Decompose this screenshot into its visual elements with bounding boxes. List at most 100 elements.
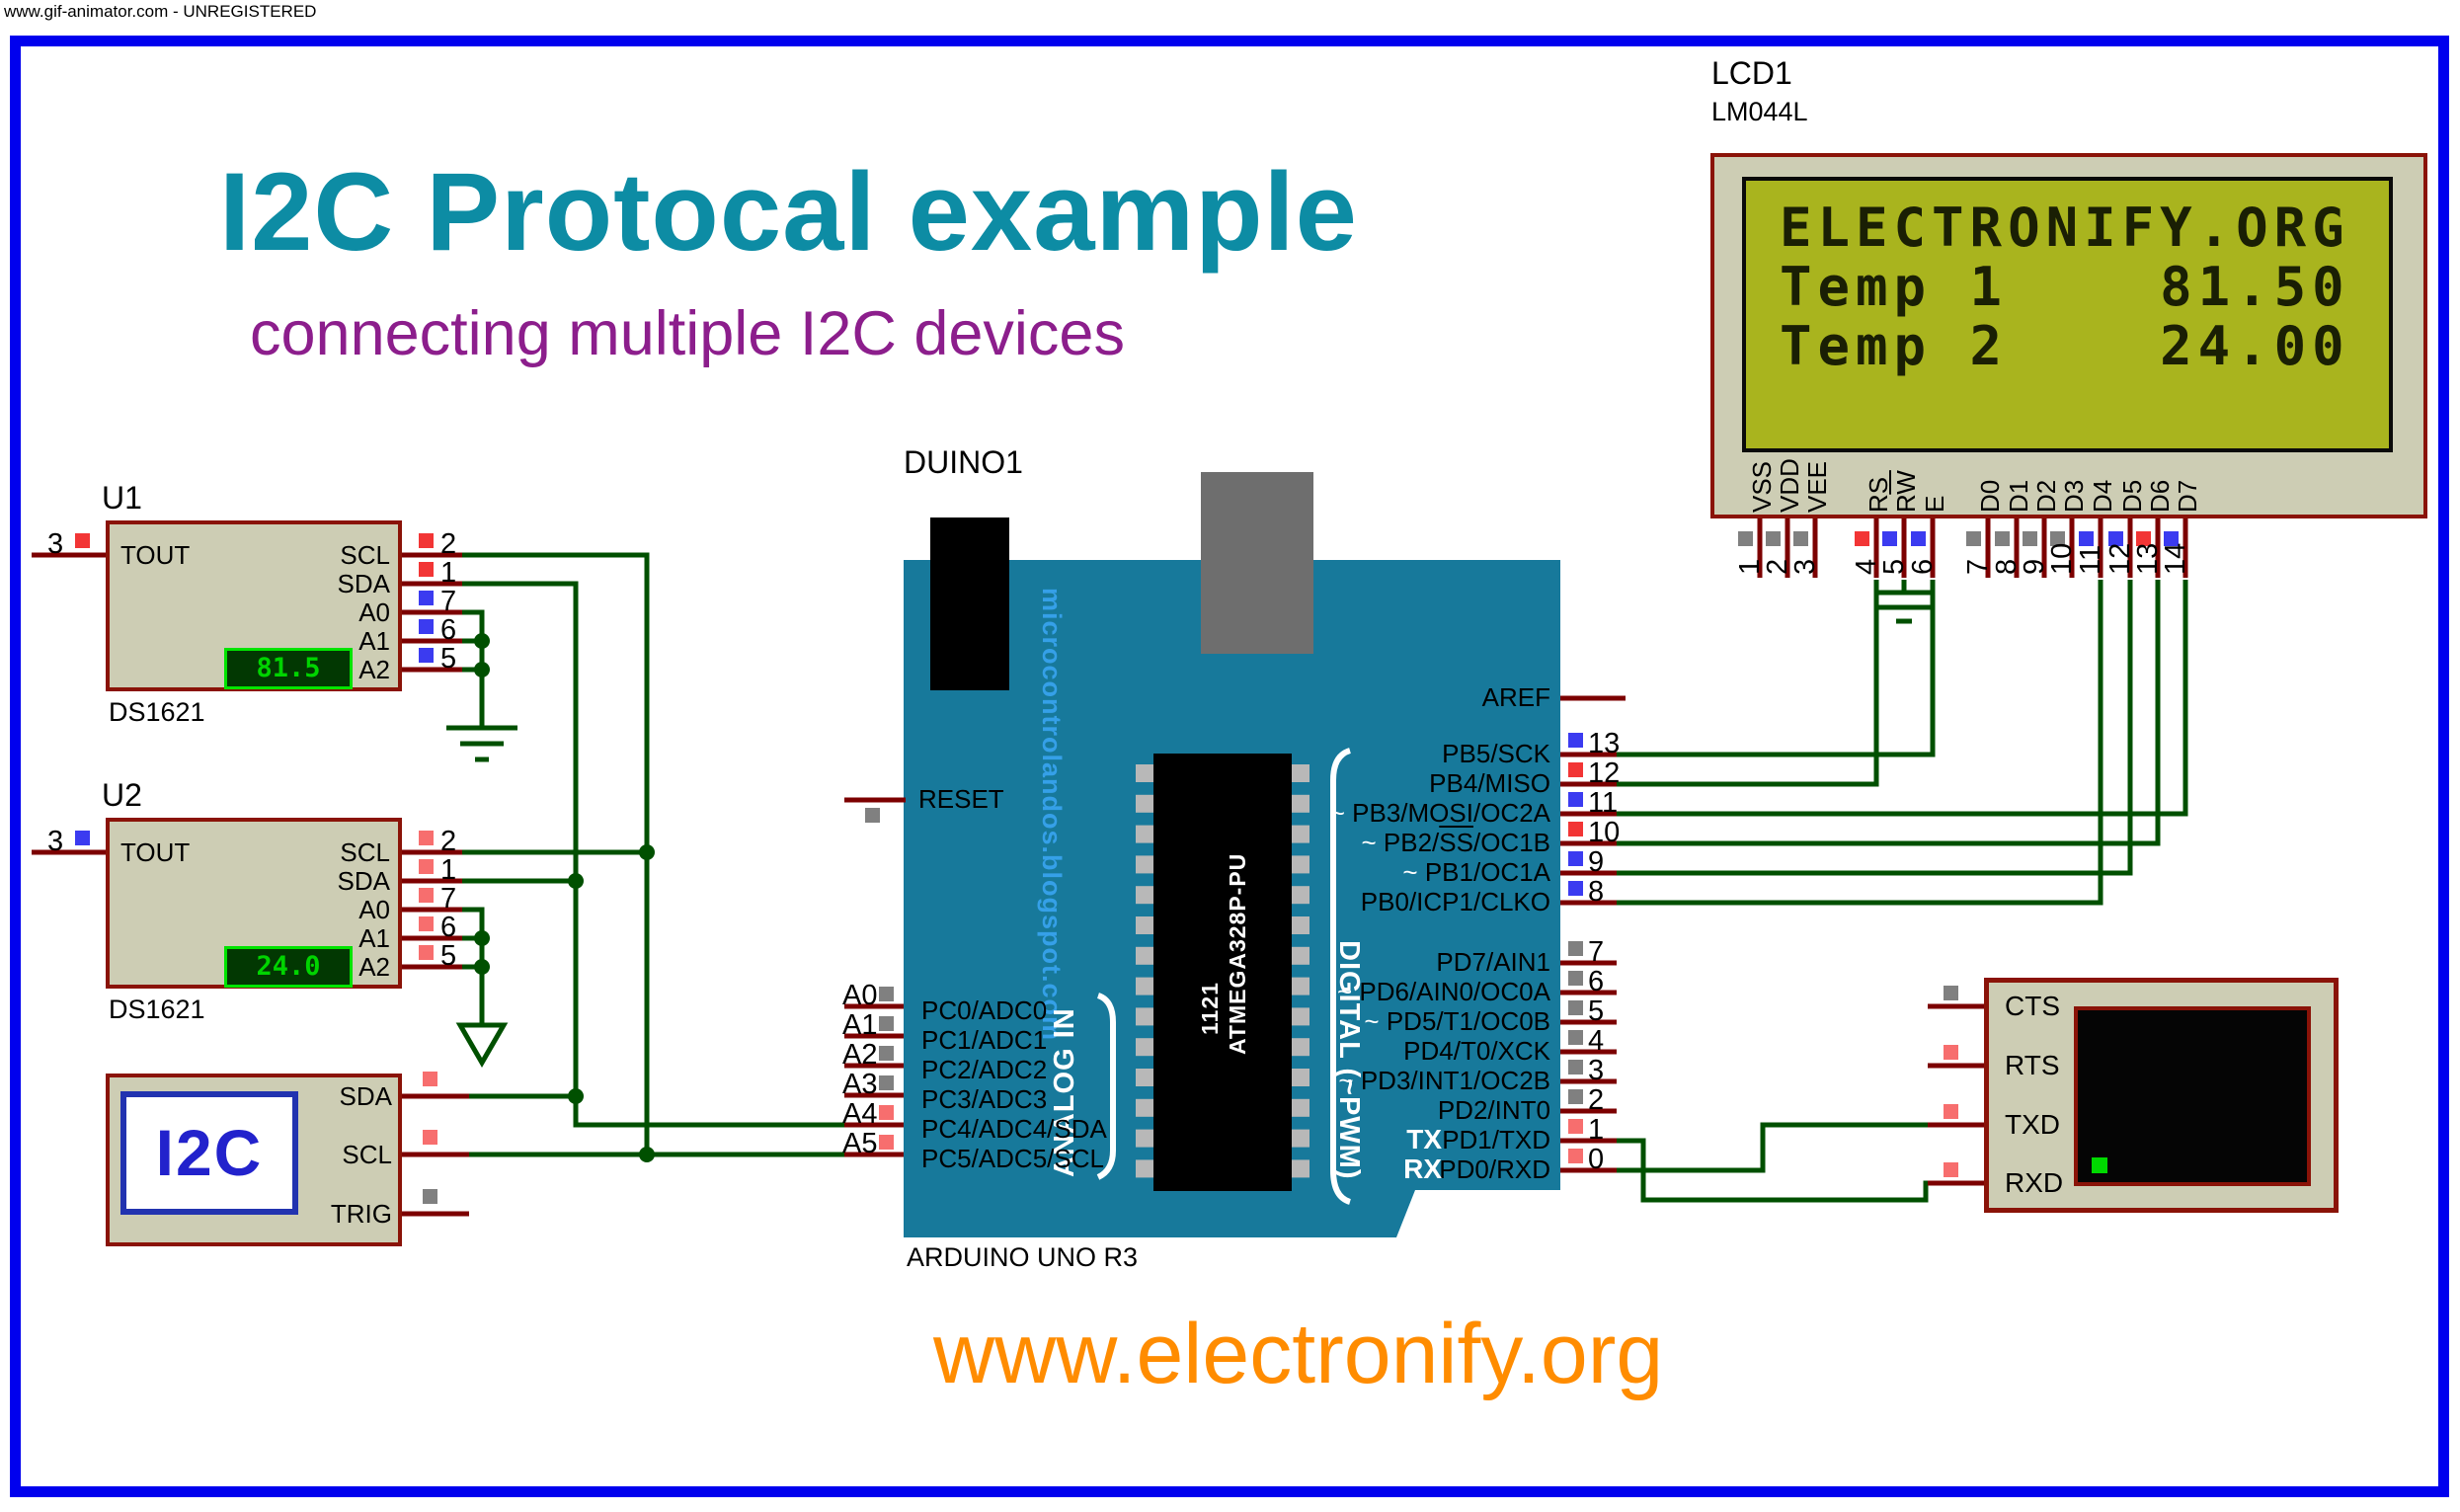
lcd-pin-9-state-square: [2023, 531, 2037, 546]
gif-animator-watermark: www.gif-animator.com - UNREGISTERED: [4, 2, 317, 21]
u1-pin-5-label: A2: [358, 655, 390, 684]
lcd-pin-13-label: D6: [2145, 479, 2175, 513]
u1-pin-5-state-square: [419, 648, 434, 663]
arduino-pin-11-number: 11: [1588, 787, 1619, 819]
u2-pin-3-state-square: [75, 831, 90, 845]
u1-pin-2-label: SCL: [340, 540, 390, 570]
arduino-pin-10-label: ~ PB2/SS/OC1B: [1361, 828, 1550, 857]
lcd-pin-8-state-square: [1995, 531, 2010, 546]
lcd-pin-2-label: VDD: [1775, 458, 1804, 513]
lcd-line-2: Temp 1 81.50: [1780, 256, 2350, 318]
arduino-pin-7-label: PD7/AIN1: [1436, 947, 1550, 977]
lcd-pin-10-state-square: [2050, 531, 2065, 546]
lcd-pin-8-label: D1: [2004, 479, 2033, 513]
u2-pin-1-label: SDA: [337, 866, 390, 896]
u1-temperature-display: 81.5: [224, 648, 353, 689]
u1-pin-2-state-square: [419, 533, 434, 548]
scl-bus-wire: [462, 552, 844, 1157]
u1-pin-1-number: 1: [440, 557, 457, 589]
arduino-pin-1-label: PD1/TXD: [1442, 1125, 1550, 1154]
lcd-pin-10-number: 10: [2046, 542, 2078, 575]
u2-pin-6-state-square: [419, 916, 434, 931]
lcd-pin-6-state-square: [1911, 531, 1926, 546]
lcd-line-1: ELECTRONIFY.ORG: [1780, 197, 2350, 259]
lcd-pin-6-number: 6: [1907, 558, 1939, 575]
page-subtitle: connecting multiple I2C devices: [250, 299, 1125, 368]
arduino-pin-4-label: PD4/T0/XCK: [1403, 1036, 1550, 1066]
lcd-pin-7-state-square: [1966, 531, 1981, 546]
arduino-pin-A2-number: A2: [842, 1039, 878, 1071]
u2-pin-7-state-square: [419, 888, 434, 903]
arduino-pin-9-number: 9: [1588, 846, 1605, 878]
arduino-pin-6-number: 6: [1588, 966, 1605, 997]
wire-junctions: [474, 633, 655, 1162]
page-title: I2C Protocal example: [219, 150, 1358, 274]
arduino-pin-A1-number: A1: [842, 1009, 878, 1041]
usb-connector: [1201, 472, 1313, 654]
lcd-pin-5-state-square: [1882, 531, 1897, 546]
arduino-pin-13-label: PB5/SCK: [1442, 739, 1550, 768]
arduino-pin-10-number: 10: [1588, 817, 1621, 848]
lcd-pin-11-number: 11: [2075, 544, 2106, 575]
arduino-pin-8-state-square: [1568, 881, 1583, 896]
u2-pin-1-number: 1: [440, 854, 457, 886]
u2-pin-5-state-square: [419, 945, 434, 960]
arduino-pin-3-number: 3: [1588, 1055, 1605, 1086]
arduino-pin-6-label: ~ PD6/AIN0/OC0A: [1336, 977, 1550, 1006]
reset-pin-label: RESET: [918, 784, 1004, 814]
arduino-pin-9-state-square: [1568, 851, 1583, 866]
lcd-pin-13-state-square: [2136, 531, 2151, 546]
lcd-pin-9-label: D2: [2031, 479, 2061, 513]
lcd-pin-14-label: D7: [2173, 479, 2202, 513]
lcd-pin-7-number: 7: [1962, 558, 1994, 575]
lcd-pin-2-state-square: [1766, 531, 1781, 546]
power-jack: [930, 517, 1009, 690]
arduino-pin-3-label: ~ PD3/INT1/OC2B: [1338, 1066, 1550, 1095]
u2-pin-3-number: 3: [47, 826, 64, 857]
arduino-pin-4-state-square: [1568, 1030, 1583, 1045]
arduino-pin-5-number: 5: [1588, 995, 1605, 1027]
arduino-pin-A3-state-square: [879, 1075, 894, 1090]
u1-pin-3-number: 3: [47, 528, 64, 560]
terminal-pin-cts-label: CTS: [2005, 991, 2060, 1021]
arduino-pin-1-state-square: [1568, 1119, 1583, 1134]
arduino-pin-3-state-square: [1568, 1060, 1583, 1074]
terminal-pin-rxd-label: RXD: [2005, 1167, 2064, 1198]
u1-part-label: DS1621: [109, 697, 205, 727]
arduino-pin-12-state-square: [1568, 762, 1583, 777]
u1-pin-6-label: A1: [358, 626, 390, 656]
i2c-pin-trig-state-square: [423, 1189, 437, 1204]
analog-in-bracket: [1096, 993, 1116, 1180]
lcd-part-label: LM044L: [1711, 97, 1808, 126]
u1-pin-1-state-square: [419, 562, 434, 577]
lcd-pin-4-label: RS: [1864, 476, 1893, 513]
i2c-pin-sda-label: SDA: [339, 1081, 392, 1111]
u2-ref-label: U2: [102, 777, 142, 813]
terminal-cursor: [2092, 1157, 2107, 1173]
i2c-pin-scl-state-square: [423, 1130, 437, 1145]
arduino-pin-13-state-square: [1568, 733, 1583, 748]
serial-tx-rx-wires: [1617, 1122, 1929, 1203]
arduino-pin-A5-state-square: [879, 1135, 894, 1150]
terminal-pin-txd-state-square: [1944, 1104, 1958, 1119]
arduino-pin-11-state-square: [1568, 792, 1583, 807]
lcd-control-data-wires: [1617, 580, 2188, 906]
chip-pads: [1136, 764, 1309, 1178]
arduino-pin-9-label: ~ PB1/OC1A: [1402, 857, 1550, 887]
lcd-pin-9-number: 9: [2019, 558, 2050, 575]
i2c-debugger-label: I2C: [155, 1116, 264, 1189]
arduino-pin-7-number: 7: [1588, 936, 1605, 968]
lcd-pin-1-state-square: [1738, 531, 1753, 546]
terminal-screen[interactable]: [2074, 1006, 2311, 1186]
lcd-pin-14-number: 14: [2160, 542, 2191, 575]
lcd-pin-10-label: D3: [2059, 479, 2089, 513]
u1-pin-6-number: 6: [440, 614, 457, 646]
chip-part-label: ATMEGA328P-PU: [1225, 852, 1250, 1055]
atmega-chip[interactable]: [1153, 754, 1292, 1191]
lcd-pin-6-label: E: [1920, 495, 1949, 513]
lcd-pin-1-label: VSS: [1747, 460, 1777, 513]
lcd-pin-11-label: D4: [2088, 479, 2117, 513]
i2c-pin-trig-label: TRIG: [330, 1199, 392, 1229]
arduino-pin-A3-label: PC3/ADC3: [921, 1084, 1048, 1114]
